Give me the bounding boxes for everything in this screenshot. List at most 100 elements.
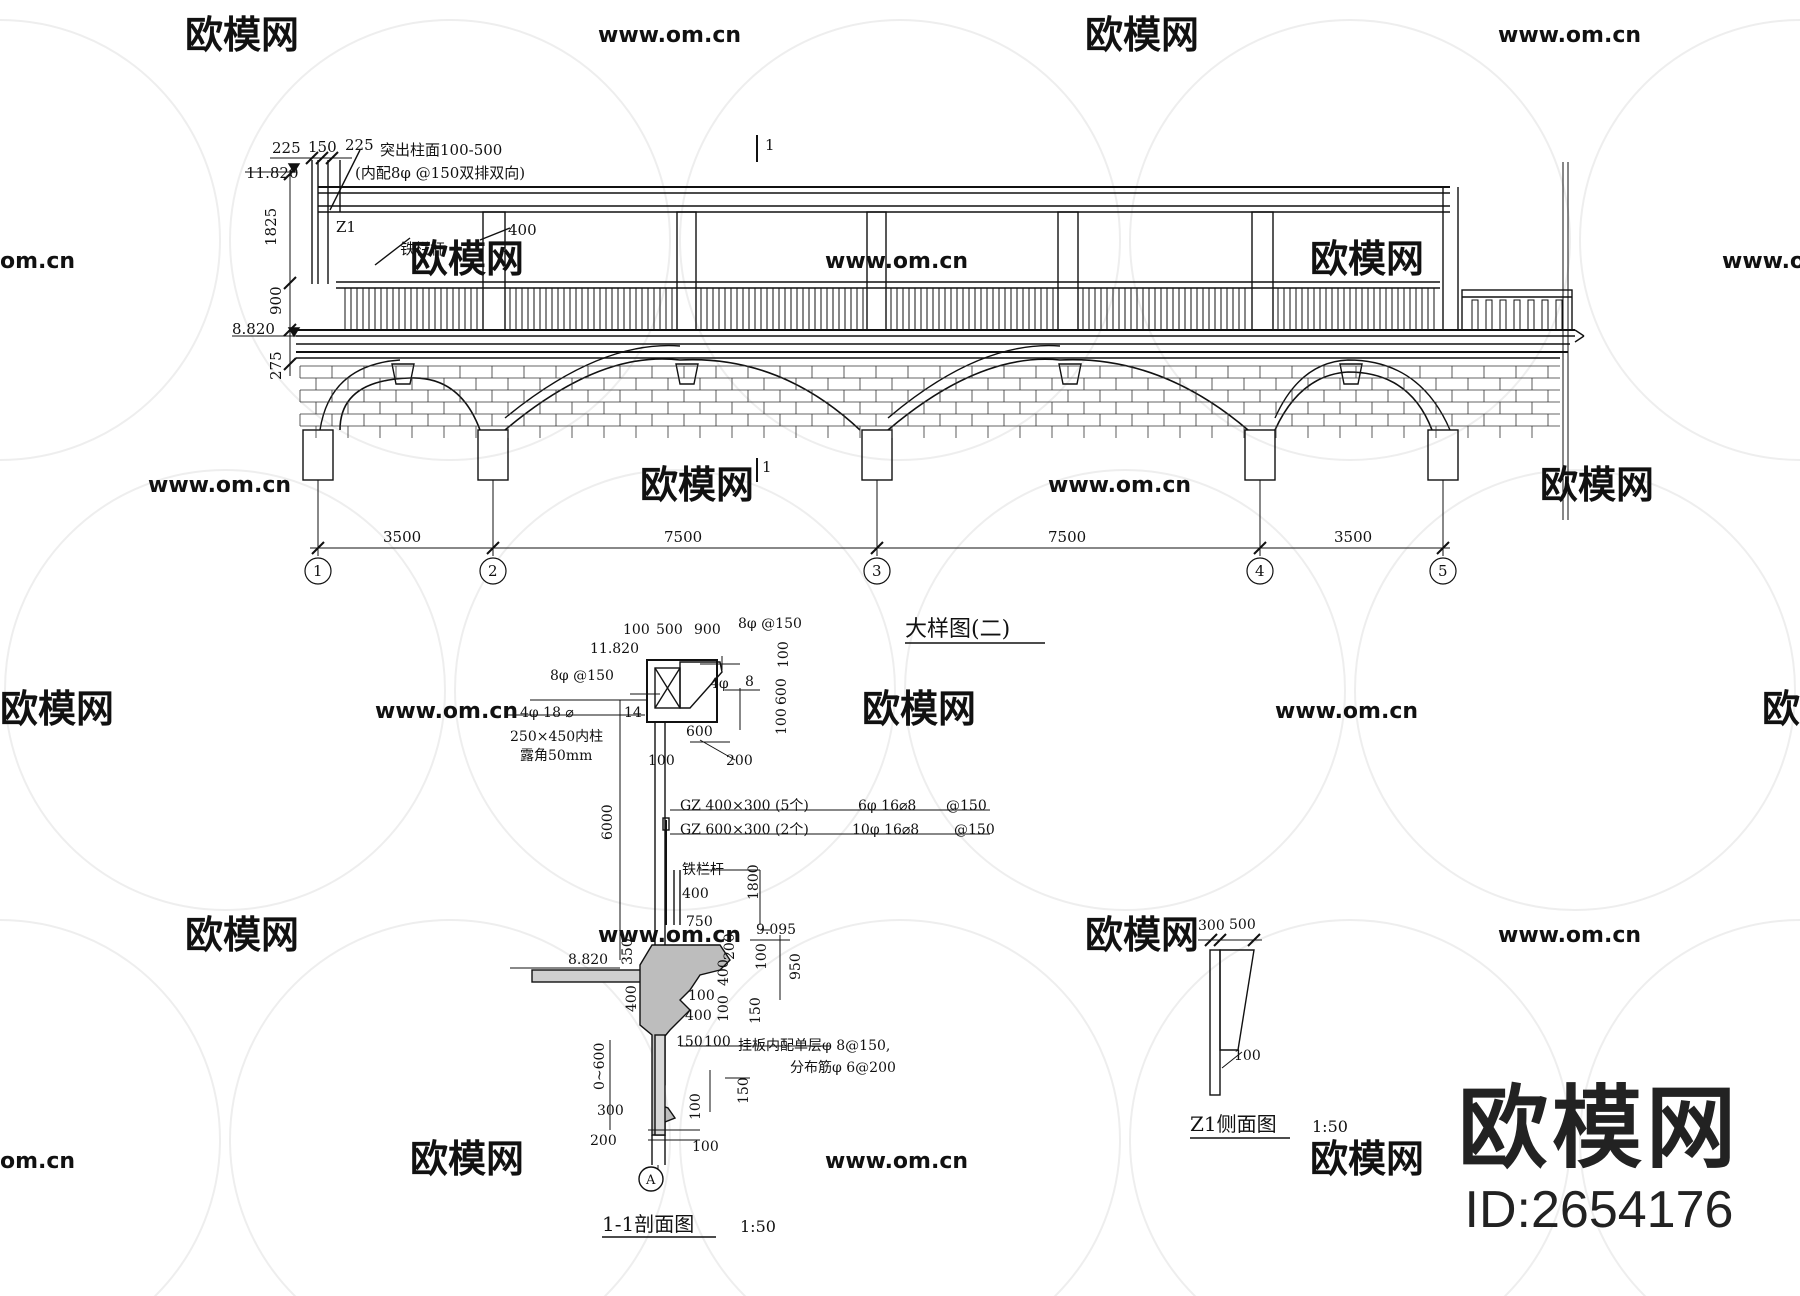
axis-bubble-2 <box>479 557 507 585</box>
watermark-left-fragment: 欧模网 <box>0 687 114 731</box>
section-mark-top: 1 <box>765 136 775 154</box>
sec-dim-400: 400 <box>682 886 709 902</box>
sec-axis-a: A <box>645 1173 656 1188</box>
watermark-text: 欧模网 <box>1085 13 1199 57</box>
watermark-circles <box>0 19 1800 1296</box>
railing-balusters <box>344 288 1563 331</box>
watermark-text: 欧模网 <box>185 913 299 957</box>
sec-dim-100-vert: 100 <box>774 708 790 735</box>
watermark-url: www.om.cn <box>598 23 741 48</box>
watermark-url: www.om.cn <box>1498 23 1641 48</box>
sec-dim-100c: 100 <box>754 943 770 970</box>
sec-dim-500: 500 <box>656 622 683 638</box>
sec-level-top: 11.820 <box>590 641 639 657</box>
dim-225-right: 225 <box>345 136 374 154</box>
sec-rebar-main: 4φ 18 ⌀ <box>520 705 574 721</box>
baluster <box>1541 299 1549 331</box>
watermark-url: www.om.cn <box>598 923 741 948</box>
sec-dim-100g: 100 <box>688 1093 704 1120</box>
sec-dim-100: 100 <box>623 622 650 638</box>
sec-dim-350: 350 <box>620 938 636 965</box>
section-scale: 1:50 <box>740 1217 776 1236</box>
note-rebar: (内配8φ @150双排双向) <box>355 164 525 182</box>
dim-900: 900 <box>267 286 285 315</box>
label-iron-railing: 铁栏杆 <box>400 240 445 258</box>
watermark-text: 欧模网 <box>640 463 754 507</box>
watermark-text: 欧模网 <box>410 1137 524 1181</box>
watermark-url: www.om.cn <box>1498 923 1641 948</box>
watermark-url: www.om.cn <box>825 1149 968 1174</box>
axis-label-5: 5 <box>1438 562 1448 580</box>
dim-1825: 1825 <box>262 208 280 246</box>
sec-dim-400b: 400 <box>716 959 732 986</box>
watermark-url: www.om.cn <box>148 473 291 498</box>
sec-dim-400c: 400 <box>624 985 640 1012</box>
sec-gz-2: GZ 600×300 (2个) <box>680 822 809 838</box>
baluster <box>1485 299 1493 331</box>
watermark-text: 欧模网 <box>1762 687 1800 731</box>
axis-label-4: 4 <box>1255 562 1265 580</box>
span-7500-right: 7500 <box>1048 528 1086 546</box>
sec-hang-note-1: 挂板内配单层φ 8@150, <box>738 1038 890 1054</box>
sec-dim-300: 300 <box>597 1103 624 1119</box>
sec-dim-100d: 100 <box>716 995 732 1022</box>
brand-block: 欧模网 ID:2654176 <box>1458 1084 1740 1240</box>
span-3500-right: 3500 <box>1334 528 1372 546</box>
axis-bubble-1 <box>304 557 332 585</box>
axis-bubble-4 <box>1246 557 1274 585</box>
sec-dim-750: 750 <box>686 914 713 930</box>
watermark-text: 欧模网 <box>1540 463 1654 507</box>
sec-chamfer: 露角50mm <box>520 748 592 764</box>
axis-label-3: 3 <box>872 562 882 580</box>
brand-logo: 欧模网 <box>1458 1076 1740 1181</box>
sec-dim-600-vert: 600 <box>774 678 790 705</box>
span-3500-left: 3500 <box>383 528 421 546</box>
dim-225-left: 225 <box>272 139 301 157</box>
sec-dim-100b: 100 <box>648 753 675 769</box>
axis-bubble-3 <box>863 557 891 585</box>
watermark-text: 欧模网 <box>1310 1137 1424 1181</box>
axis-label-2: 2 <box>488 562 498 580</box>
z1-title: Z1侧面图 <box>1190 1112 1277 1136</box>
dim-275: 275 <box>267 351 285 380</box>
sec-rebar-4phi: 4φ <box>710 676 729 692</box>
model-id: ID:2654176 <box>1464 1181 1734 1239</box>
z1-dim-300: 300 <box>1198 918 1225 934</box>
z1-dim-100: 100 <box>1234 1048 1261 1064</box>
span-7500-left: 7500 <box>664 528 702 546</box>
sec-dim-150: 150 <box>748 997 764 1024</box>
watermark-text: 欧模网 <box>1310 237 1424 281</box>
sec-level-floor: 8.820 <box>568 952 608 968</box>
watermark-url: www.om.cn <box>1048 473 1191 498</box>
sec-dim-200a: 200 <box>722 933 738 960</box>
baluster <box>1471 299 1479 331</box>
sec-dim-100h: 100 <box>692 1139 719 1155</box>
sec-gz-1: GZ 400×300 (5个) <box>680 798 809 814</box>
sec-dim-100-top: 100 <box>776 641 792 668</box>
sec-level-mid: 9.095 <box>756 922 796 938</box>
watermark-url: www.om.cn <box>1722 249 1800 274</box>
sec-dim-14: 14 <box>624 705 642 721</box>
sec-gz-2-rebar: 10φ 16⌀8 <box>852 822 919 838</box>
axis-bubbles <box>304 557 1457 585</box>
watermark-text: 欧模网 <box>185 13 299 57</box>
sec-iron-railing: 铁栏杆 <box>682 862 724 878</box>
axis-label-1: 1 <box>313 562 323 580</box>
watermark-url: www.om.cn <box>825 249 968 274</box>
sec-dim-150b: 150 <box>676 1034 703 1050</box>
section-title: 1-1剖面图 <box>602 1212 694 1236</box>
z1-scale: 1:50 <box>1312 1117 1348 1136</box>
section-mark-bottom: 1 <box>762 458 772 476</box>
sec-gz-1-rebar: 6φ 16⌀8 <box>858 798 916 814</box>
keystones <box>391 363 1363 385</box>
elevation-labels: 225 150 225 突出柱面100-500 (内配8φ @150双排双向) … <box>232 136 1448 642</box>
sec-dim-8: 8 <box>745 674 754 690</box>
sec-rebar-left: 8φ @150 <box>550 668 614 684</box>
sec-inner-column: 250×450内柱 <box>510 729 603 745</box>
sec-dim-400d: 400 <box>685 1008 712 1024</box>
sec-rebar-top: 8φ @150 <box>738 616 802 632</box>
z1-dim-500: 500 <box>1229 917 1256 933</box>
baluster <box>1499 299 1507 331</box>
dim-150: 150 <box>308 138 337 156</box>
baluster <box>1513 299 1521 331</box>
